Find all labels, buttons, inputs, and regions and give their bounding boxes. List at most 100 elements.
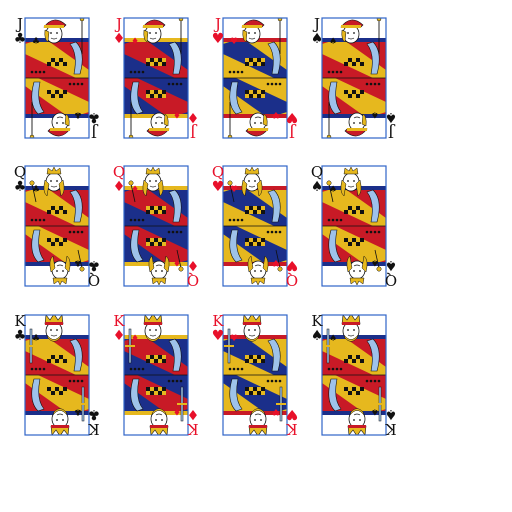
robe-ornament bbox=[80, 230, 84, 234]
figure-hair bbox=[340, 179, 347, 197]
robe-pattern bbox=[158, 94, 162, 98]
figure-suit-glyph: ♣ bbox=[32, 185, 40, 195]
card-j-clubs[interactable]: ♣♣J♣J♣ bbox=[14, 14, 100, 142]
robe-pattern bbox=[51, 94, 55, 98]
robe-pattern bbox=[47, 359, 51, 363]
index-top-left: J♣ bbox=[14, 15, 26, 47]
card-q-hearts[interactable]: ♥♥Q♥Q♥ bbox=[212, 162, 298, 290]
robe-ornament bbox=[266, 379, 270, 383]
robe-ornament bbox=[274, 230, 278, 234]
robe-ornament bbox=[171, 230, 175, 234]
robe-ornament bbox=[129, 218, 133, 222]
robe-pattern bbox=[158, 62, 162, 66]
robe-pattern bbox=[162, 359, 166, 363]
robe-ornament bbox=[278, 230, 282, 234]
robe-ornament bbox=[80, 82, 84, 86]
robe-pattern bbox=[150, 90, 154, 94]
card-q-clubs[interactable]: ♣♣Q♣Q♣ bbox=[14, 162, 100, 290]
card-j-spades[interactable]: ♠♠J♠J♠ bbox=[311, 14, 397, 142]
card-q-spades[interactable]: ♠♠Q♠Q♠ bbox=[311, 162, 397, 290]
card-k-clubs[interactable]: ♣♣K♣K♣ bbox=[14, 311, 100, 439]
robe-pattern bbox=[356, 242, 360, 246]
robe-pattern bbox=[55, 238, 59, 242]
robe-pattern bbox=[146, 355, 150, 359]
index-top-left: Q♠ bbox=[311, 163, 323, 195]
card-k-diamonds[interactable]: ♦♦K♦K♦ bbox=[113, 311, 199, 439]
card-j-diamonds[interactable]: ♦♦J♦J♦ bbox=[113, 14, 199, 142]
figure-mouth bbox=[56, 413, 64, 416]
index-top-left: Q♥ bbox=[212, 163, 224, 195]
card-k-spades[interactable]: ♠♠K♠K♠ bbox=[311, 311, 397, 439]
robe-pattern bbox=[59, 391, 63, 395]
figure-eye bbox=[260, 270, 262, 272]
robe-ornament bbox=[236, 218, 240, 222]
robe-pattern bbox=[356, 90, 360, 94]
figure-top-half: ♠ bbox=[322, 166, 386, 226]
flower-icon bbox=[178, 266, 184, 272]
figure-top-half: ♦ bbox=[124, 315, 188, 375]
figure-eye bbox=[50, 329, 52, 331]
figure-eye bbox=[50, 32, 52, 34]
robe-pattern bbox=[154, 206, 158, 210]
robe-pattern bbox=[257, 238, 261, 242]
robe-pattern bbox=[253, 359, 257, 363]
robe-pattern bbox=[257, 94, 261, 98]
robe-pattern bbox=[150, 242, 154, 246]
robe-ornament bbox=[365, 230, 369, 234]
robe-pattern bbox=[360, 391, 364, 395]
figure-suit-glyph: ♥ bbox=[272, 406, 280, 416]
robe-pattern bbox=[360, 206, 364, 210]
rank-label-bottom: Q bbox=[385, 271, 397, 289]
card-frame bbox=[321, 314, 387, 436]
crown-band bbox=[150, 425, 168, 428]
robe-pattern bbox=[249, 242, 253, 246]
rank-label-top: Q bbox=[14, 163, 26, 181]
robe-pattern bbox=[59, 359, 63, 363]
figure-hair bbox=[163, 113, 169, 127]
suit-icon-bottom: ♠ bbox=[385, 257, 397, 273]
figure-beard bbox=[349, 408, 365, 416]
robe-pattern bbox=[146, 242, 150, 246]
robe-pattern bbox=[245, 58, 249, 62]
card-figure-jack-clubs: ♣♣ bbox=[25, 18, 89, 138]
figure-hair bbox=[64, 113, 70, 127]
index-top-left: K♣ bbox=[14, 312, 26, 344]
suit-icon-top: ♥ bbox=[212, 179, 224, 195]
staff-knob bbox=[277, 18, 283, 22]
figure-sleeve bbox=[168, 338, 182, 372]
figure-hair bbox=[361, 113, 367, 127]
flower-stem bbox=[374, 249, 380, 269]
robe-pattern bbox=[249, 94, 253, 98]
figure-sleeve bbox=[328, 81, 342, 115]
robe-pattern bbox=[51, 355, 55, 359]
robe-pattern bbox=[257, 58, 261, 62]
robe-pattern bbox=[162, 238, 166, 242]
card-face: ♠♠Q♠Q♠ bbox=[311, 162, 397, 290]
card-frame bbox=[321, 17, 387, 139]
figure-eye bbox=[254, 32, 256, 34]
figure-mouth bbox=[248, 185, 256, 188]
robe-ornament bbox=[133, 218, 137, 222]
card-q-diamonds[interactable]: ♦♦Q♦Q♦ bbox=[113, 162, 199, 290]
robe-pattern bbox=[245, 238, 249, 242]
figure-eye bbox=[161, 122, 163, 124]
figure-hair bbox=[355, 179, 362, 197]
card-k-hearts[interactable]: ♥♥K♥K♥ bbox=[212, 311, 298, 439]
card-j-hearts[interactable]: ♥♥J♥J♥ bbox=[212, 14, 298, 142]
figure-sleeve bbox=[267, 189, 281, 223]
figure-sleeve bbox=[130, 81, 144, 115]
robe-pattern bbox=[47, 387, 51, 391]
robe-ornament bbox=[30, 367, 34, 371]
robe-ornament bbox=[266, 82, 270, 86]
figure-suit-glyph: ♥ bbox=[272, 257, 280, 267]
figure-hair bbox=[163, 255, 170, 273]
suit-icon-bottom: ♦ bbox=[187, 109, 199, 125]
figure-suit-glyph: ♥ bbox=[230, 334, 238, 344]
robe-pattern bbox=[150, 62, 154, 66]
robe-pattern bbox=[55, 206, 59, 210]
card-face: ♥♥J♥J♥ bbox=[212, 14, 298, 142]
card-face: ♠♠J♠J♠ bbox=[311, 14, 397, 142]
flower-stem bbox=[31, 183, 37, 203]
robe-ornament bbox=[42, 218, 46, 222]
figure-beard bbox=[46, 334, 62, 342]
